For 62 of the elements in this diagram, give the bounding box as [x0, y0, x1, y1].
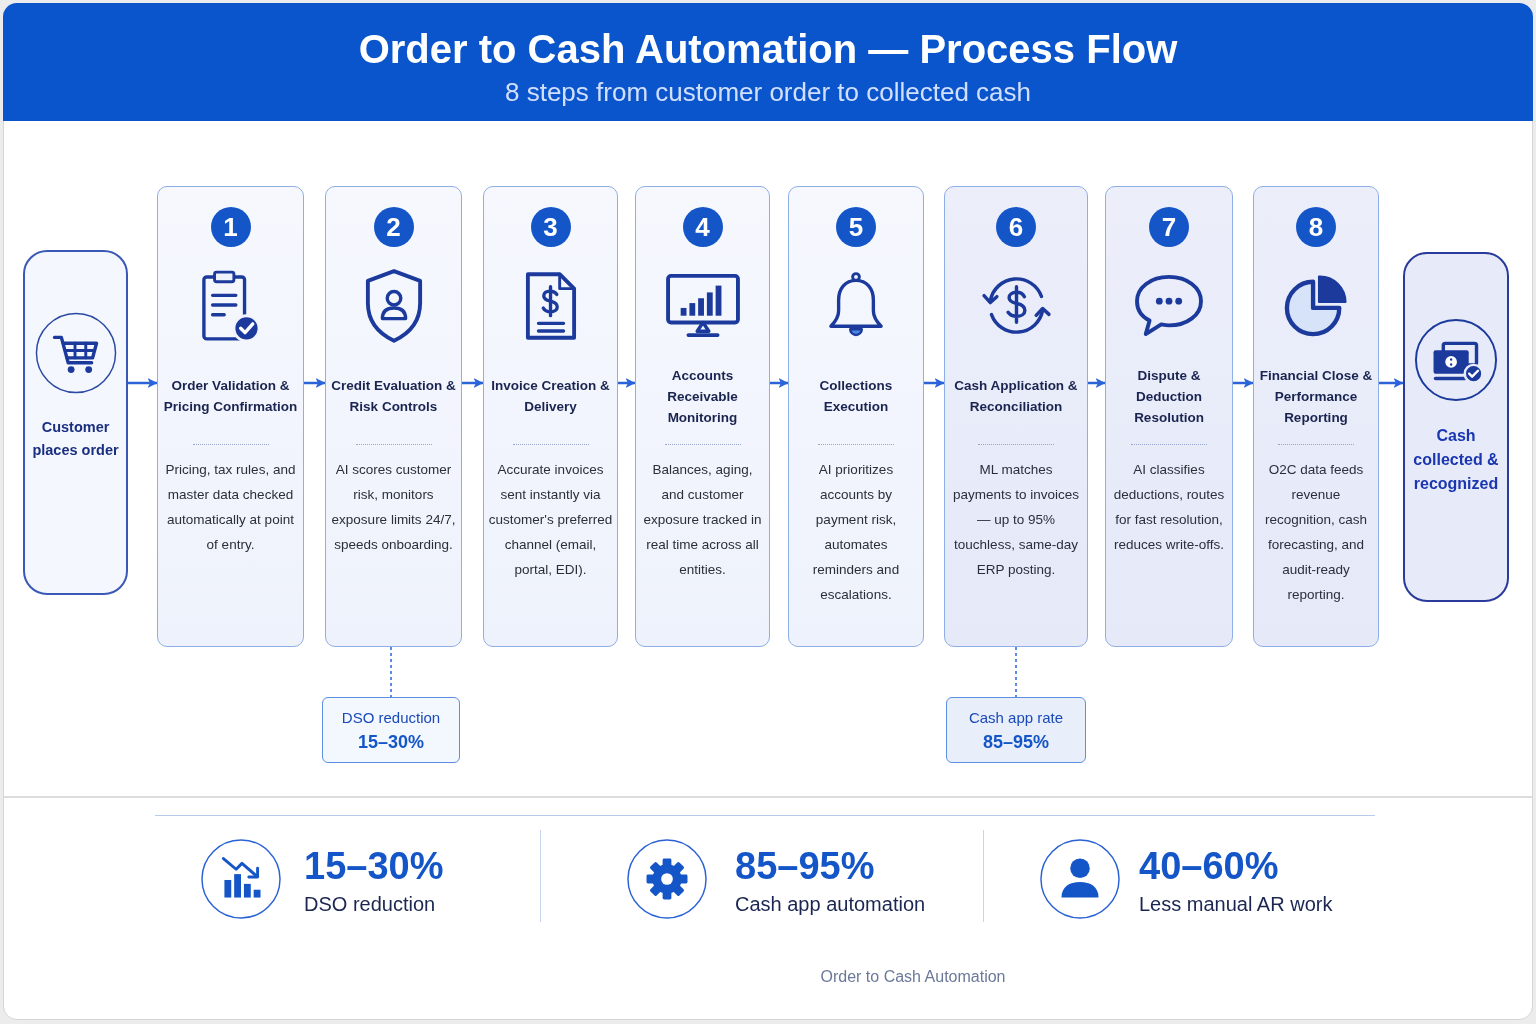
- stat-value: 40–60%: [1139, 844, 1279, 888]
- step-number: 3: [530, 207, 571, 247]
- step-title: Invoice Creation & Delivery: [490, 377, 611, 416]
- step-card: [157, 186, 304, 647]
- step-card: [944, 186, 1088, 647]
- footer-text: Order to Cash Automation: [820, 967, 1006, 987]
- step-number: 4: [682, 207, 723, 247]
- arrow: [1379, 378, 1404, 388]
- stat-value: 85–95%: [735, 844, 875, 888]
- terminal-label: Cash collected & recognized: [1412, 426, 1500, 494]
- callout-label: DSO reduction: [341, 707, 441, 727]
- step-description: Pricing, tax rules, and master data checked automatically at point of entry.: [164, 461, 297, 554]
- arrow: [924, 378, 945, 388]
- step-description: AI classifies deductions, routes for fast resolution, reduces write-offs.: [1112, 461, 1226, 554]
- step-card: [635, 186, 770, 647]
- terminal-card: [1403, 252, 1509, 602]
- arrow: [128, 378, 158, 388]
- callout-value: 85–95%: [982, 730, 1050, 753]
- arrow: [462, 378, 484, 388]
- step-description: O2C data feeds revenue recognition, cash forecasting, and audit-ready reporting.: [1263, 461, 1369, 604]
- step-title: Collections Execution: [818, 377, 894, 416]
- callout-label: Cash app rate: [968, 707, 1064, 727]
- step-description: AI prioritizes accounts by payment risk, automates reminders and escalations.: [811, 461, 901, 604]
- diagram-title: Order to Cash Automation — Process Flow: [358, 26, 1178, 73]
- step-number: 7: [1149, 207, 1189, 247]
- step-description: ML matches payments to invoices — up to 95% touchless, same-day ERP posting.: [951, 461, 1081, 579]
- step-title: Accounts Receivable Monitoring: [666, 366, 739, 427]
- callout-value: 15–30%: [357, 730, 425, 753]
- connector-line: [390, 646, 392, 698]
- stat-label: Cash app automation: [735, 892, 926, 916]
- arrow: [1088, 378, 1106, 388]
- step-title: Order Validation & Pricing Confirmation: [162, 377, 299, 416]
- step-card: [325, 186, 462, 647]
- stat-value: 15–30%: [304, 844, 444, 888]
- terminal-card: [23, 250, 128, 595]
- metric-callout: [322, 697, 460, 763]
- step-card: [1105, 186, 1233, 647]
- step-card: [1253, 186, 1379, 647]
- step-number: 5: [836, 207, 876, 247]
- metric-callout: [946, 697, 1086, 763]
- connector-line: [1015, 646, 1017, 698]
- step-number: 8: [1296, 207, 1336, 247]
- step-title: Credit Evaluation & Risk Controls: [330, 377, 457, 416]
- step-title: Dispute & Deduction Resolution: [1133, 366, 1205, 427]
- arrow: [304, 378, 326, 388]
- step-number: 2: [373, 207, 414, 247]
- step-number: 6: [996, 207, 1036, 247]
- step-number: 1: [210, 207, 251, 247]
- step-description: Balances, aging, and customer exposure tracked in real time across all entities.: [642, 461, 763, 579]
- step-description: AI scores customer risk, monitors exposure limits 24/7, speeds onboarding.: [330, 461, 457, 554]
- arrow: [618, 378, 636, 388]
- step-title: Cash Application & Reconciliation: [953, 377, 1079, 416]
- step-card: [483, 186, 618, 647]
- stat-label: Less manual AR work: [1139, 892, 1333, 916]
- diagram-subtitle: 8 steps from customer order to collected cash: [505, 76, 1031, 108]
- step-description: Accurate invoices sent instantly via customer's preferred channel (email, portal, EDI).: [487, 461, 614, 579]
- terminal-label: Customer places order: [31, 418, 120, 460]
- arrow: [770, 378, 789, 388]
- step-title: Financial Close & Performance Reporting: [1258, 366, 1374, 427]
- stat-label: DSO reduction: [304, 892, 436, 916]
- arrow: [1233, 378, 1254, 388]
- step-card: [788, 186, 924, 647]
